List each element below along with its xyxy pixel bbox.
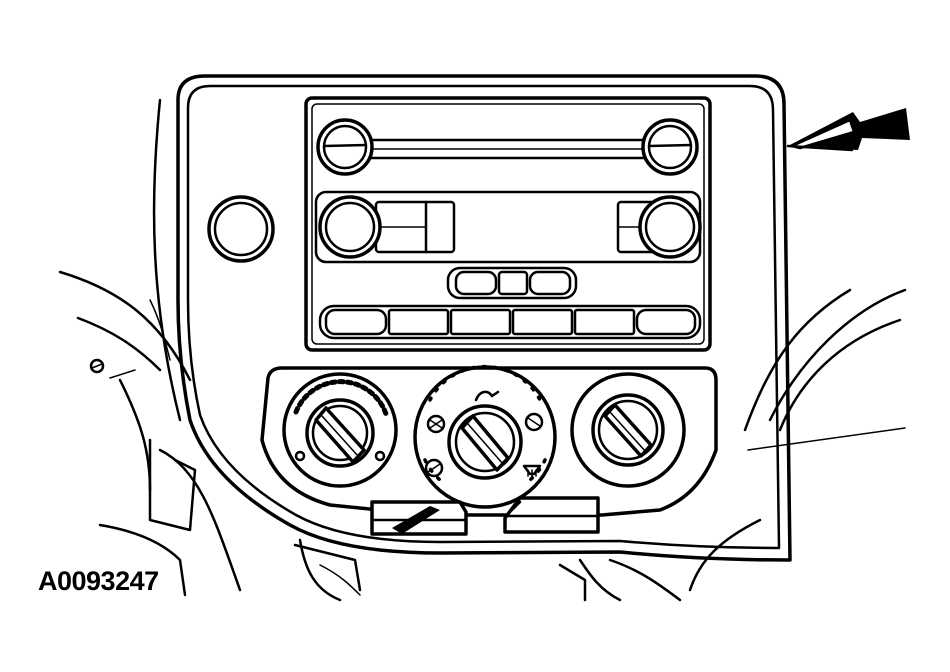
ac-button[interactable] bbox=[503, 496, 600, 534]
preset-button-1[interactable] bbox=[324, 308, 388, 336]
volume-knob[interactable] bbox=[318, 195, 382, 259]
round-switch[interactable] bbox=[207, 195, 275, 263]
defrost-icon bbox=[522, 464, 542, 477]
mode-dial[interactable] bbox=[413, 364, 557, 509]
bilevel-icon bbox=[424, 458, 444, 478]
eject-button[interactable] bbox=[316, 118, 374, 176]
load-button[interactable] bbox=[641, 118, 699, 176]
preset-button-2[interactable] bbox=[387, 308, 450, 336]
center-button-group[interactable] bbox=[446, 266, 578, 300]
cd-slot bbox=[363, 138, 657, 160]
fan-speed-dial[interactable] bbox=[282, 372, 398, 488]
preset-button-5[interactable] bbox=[573, 308, 636, 336]
tune-knob[interactable] bbox=[638, 195, 702, 259]
temperature-dial[interactable] bbox=[570, 372, 686, 488]
preset-button-6[interactable] bbox=[635, 308, 697, 336]
center-bezel bbox=[176, 74, 792, 562]
callout-arrow bbox=[786, 108, 910, 152]
preset-button-4[interactable] bbox=[511, 308, 574, 336]
preset-button-row[interactable] bbox=[318, 304, 702, 340]
climate-control-panel bbox=[260, 364, 718, 536]
screw-icon bbox=[89, 358, 105, 374]
face-vent-icon bbox=[426, 414, 446, 434]
figure-id-label: A0093247 bbox=[38, 566, 159, 596]
floor-icon bbox=[474, 390, 500, 402]
defrost-floor-icon bbox=[524, 412, 544, 432]
recirculation-button[interactable] bbox=[370, 500, 468, 536]
preset-button-3[interactable] bbox=[449, 308, 512, 336]
radio-unit bbox=[304, 96, 712, 352]
